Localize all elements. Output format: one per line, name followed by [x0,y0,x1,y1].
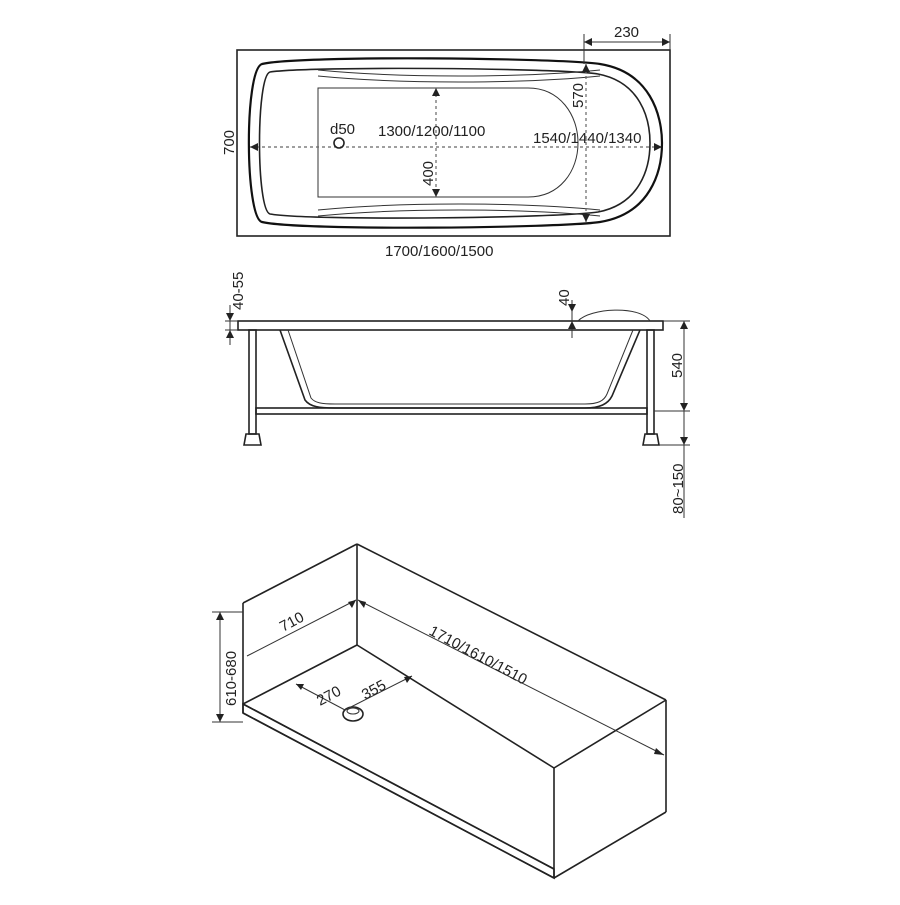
headrest-offset-label: 230 [614,24,639,41]
side-view: 40-55 40 540 80~150 [225,272,690,518]
side-frame-left-leg [248,329,257,435]
top-view-tub-inner-outline [258,67,651,219]
side-foot-left [243,433,262,446]
install-length-label: 1710/1610/1510 [426,623,530,689]
top-view-outer-rim [236,49,671,237]
install-height-label: 610-680 [223,651,240,706]
install-box-left-back [242,543,358,604]
install-width-label: 710 [277,609,307,636]
rim-thickness-label: 40-55 [230,272,247,310]
install-box-left-floor [242,644,358,705]
leg-adjust-label: 80~150 [670,464,687,514]
install-box-front-face [242,702,555,880]
side-frame-crossbar [255,407,648,415]
install-view: 710 1710/1610/1510 610-680 270 355 [212,543,667,880]
install-box-right-top [553,699,667,769]
overall-length-label: 1700/1600/1500 [385,243,493,260]
install-box-back-floor [356,644,555,769]
install-width-line [246,599,357,657]
drain-y-label: 355 [359,677,389,704]
inner-length-label: 1540/1440/1340 [533,130,641,147]
inner-width-label: 400 [420,161,437,186]
install-length-line [357,599,665,756]
top-view-groove-upper [317,69,601,77]
side-foot-right [642,433,660,446]
top-view-floor-outline [317,87,579,198]
side-rim [237,320,664,331]
install-box-right-bottom [553,811,667,879]
side-tub-body-inner [287,329,634,405]
top-view-groove-lower [317,209,601,217]
top-view-groove-upper-2 [317,75,601,83]
rim-step-label: 40 [556,289,573,306]
overall-width-label: 700 [221,130,238,155]
drain-x-label: 270 [314,683,344,710]
headrest-width-label: 570 [570,83,587,108]
install-box-top-back [356,543,667,701]
top-view-tub-outline [247,57,664,229]
install-box-front-top [242,703,555,870]
drain-circle [333,137,345,149]
height-label: 540 [669,353,686,378]
drain-offset-line [295,683,346,711]
top-view-groove-lower-2 [317,203,601,211]
install-drain [342,706,364,722]
side-tub-body [279,329,641,409]
install-box-front-bottom [242,712,555,879]
top-view: d50 400 570 1300/1200/1100 1540/1440/134… [221,24,671,260]
drain-label: d50 [330,121,355,138]
side-frame-right-leg [646,329,655,435]
bottom-length-label: 1300/1200/1100 [378,123,485,140]
side-headrest [577,309,651,322]
